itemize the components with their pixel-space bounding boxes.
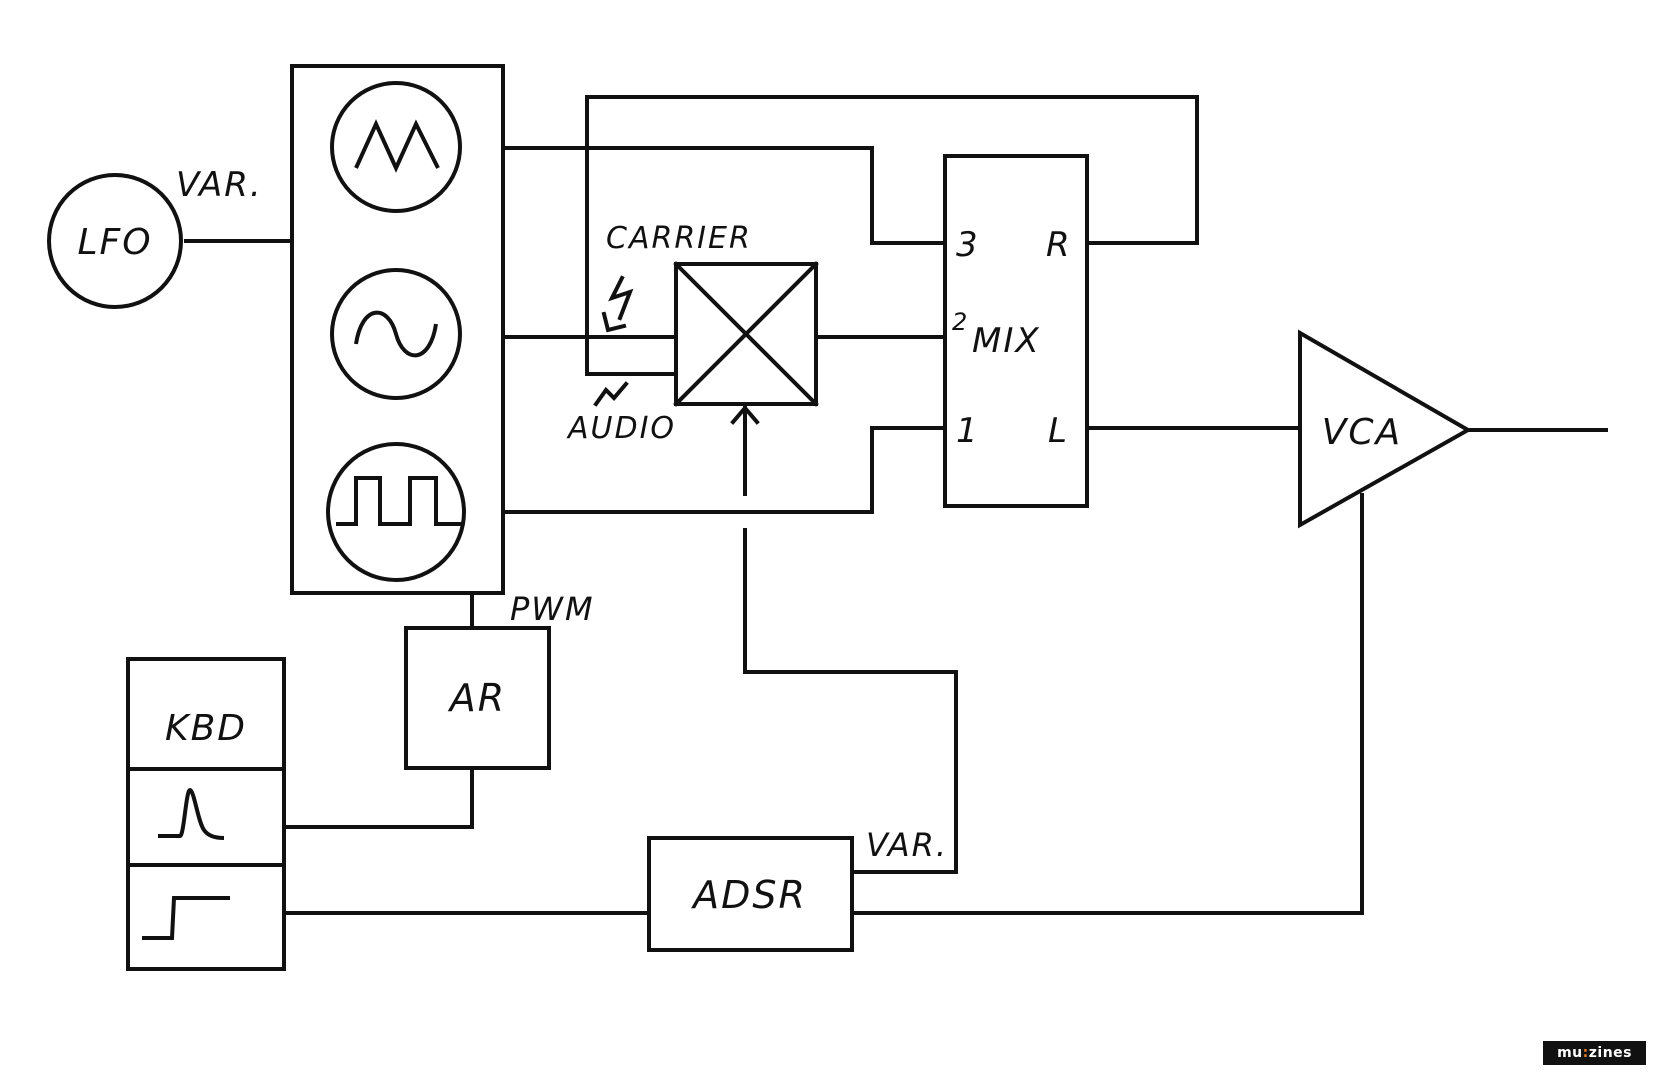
lfo-circle bbox=[47, 173, 183, 309]
gate-step-icon bbox=[142, 896, 230, 940]
watermark-accent: : bbox=[1582, 1045, 1589, 1061]
mixer-input-2: 2 bbox=[952, 308, 969, 336]
ar-label: AR bbox=[447, 676, 506, 720]
wire-mixr-feedback bbox=[585, 95, 1199, 376]
adsr-box bbox=[647, 836, 854, 952]
adsr-var-label: VAR. bbox=[866, 826, 948, 864]
keyboard-box bbox=[126, 657, 286, 971]
square-wave-icon bbox=[336, 476, 462, 526]
triangle-wave-icon bbox=[354, 119, 440, 173]
arrow-head-ringmod bbox=[730, 404, 760, 425]
lfo-label: LFO bbox=[77, 222, 152, 263]
connection-wires bbox=[184, 95, 1608, 915]
adsr-envelope: ADSR VAR. bbox=[647, 826, 948, 952]
vca-label: VCA bbox=[1322, 412, 1402, 453]
wire-square-mix1 bbox=[501, 426, 947, 514]
wire-ar-kbd bbox=[282, 766, 474, 829]
vca-triangle bbox=[1298, 329, 1473, 529]
carrier-pointer-icon bbox=[608, 275, 634, 321]
mixer-output-r: R bbox=[1046, 225, 1072, 265]
pwm-label: PWM bbox=[510, 590, 595, 628]
audio-pointer-icon bbox=[593, 381, 629, 407]
wire-triangle-mix3 bbox=[501, 146, 947, 245]
watermark-suffix: zines bbox=[1588, 1045, 1632, 1061]
mixer-input-3: 3 bbox=[956, 225, 980, 265]
oscillator-bank bbox=[290, 64, 505, 595]
watermark-prefix: mu bbox=[1557, 1045, 1583, 1061]
oscillator-triangle bbox=[330, 81, 462, 213]
mixer-input-1: 1 bbox=[956, 411, 980, 451]
carrier-label: CARRIER bbox=[606, 221, 752, 256]
keyboard: KBD bbox=[126, 657, 286, 971]
oscillator-square bbox=[326, 442, 466, 582]
mixer-box bbox=[943, 154, 1089, 508]
ar-envelope: AR PWM bbox=[404, 590, 595, 770]
lfo-module: LFO VAR. bbox=[47, 165, 263, 309]
ring-modulator-cross-icon-b bbox=[673, 261, 819, 407]
mixer: 3 2 MIX 1 R L bbox=[943, 154, 1089, 508]
mixer-label: MIX bbox=[972, 321, 1041, 361]
carrier-arrow-head bbox=[601, 311, 627, 333]
keyboard-label: KBD bbox=[165, 708, 247, 749]
sine-wave-icon bbox=[354, 310, 438, 358]
adsr-label: ADSR bbox=[690, 873, 807, 917]
audio-label: AUDIO bbox=[566, 411, 676, 446]
ar-box bbox=[404, 626, 551, 770]
ring-modulator: CARRIER AUDIO bbox=[566, 221, 819, 446]
wire-adsr-vca bbox=[850, 493, 1364, 915]
wire-adsr-ringmod bbox=[743, 528, 958, 874]
lfo-var-label: VAR. bbox=[176, 165, 263, 205]
vca: VCA bbox=[1298, 329, 1473, 529]
watermark-logo: mu:zines bbox=[1543, 1041, 1646, 1065]
trigger-pulse-icon bbox=[158, 787, 225, 840]
mixer-output-l: L bbox=[1048, 411, 1069, 451]
